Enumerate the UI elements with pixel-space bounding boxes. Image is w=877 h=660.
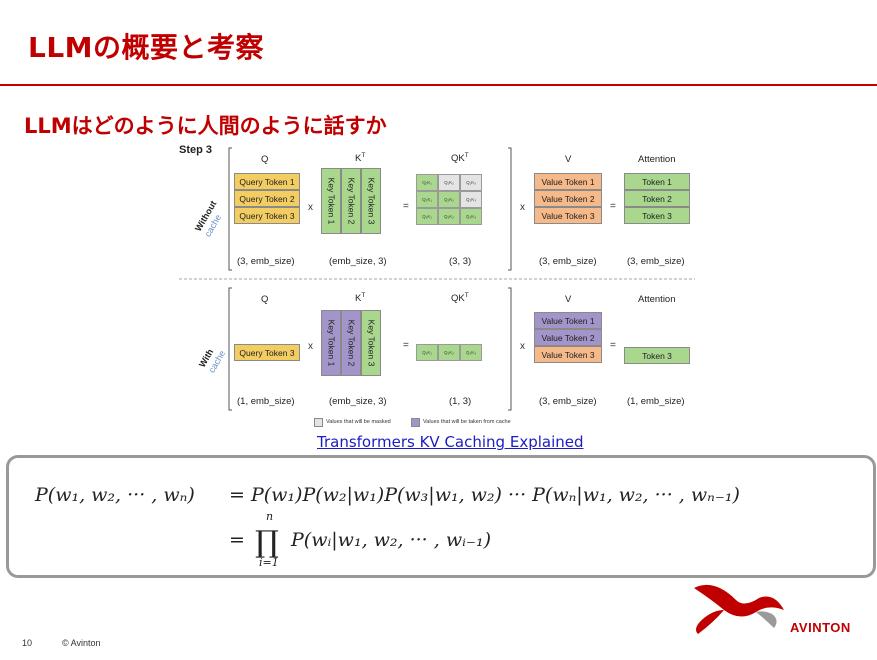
- product-symbol: ∏: [255, 525, 279, 560]
- legend-swatch-masked: [314, 418, 323, 427]
- qk-cell: Q₃K₃: [460, 344, 482, 361]
- product-lower: i=1: [259, 556, 279, 569]
- shape-label: (1, emb_size): [237, 396, 295, 407]
- shape-label: (emb_size, 3): [329, 396, 387, 407]
- key-token: Key Token 3: [361, 168, 381, 234]
- qk-cell: Q₃K₁: [416, 344, 438, 361]
- key-token: Key Token 1: [321, 168, 341, 234]
- header-qkt: QKT: [451, 152, 469, 165]
- qk-cell-masked: Q₁K₂: [438, 174, 460, 191]
- equals-sign: =: [403, 201, 409, 212]
- qk-cell: Q₂K₂: [438, 191, 460, 208]
- qk-cell: Q₃K₃: [460, 208, 482, 225]
- formula-rhs: = P(w₁)P(w₂|w₁)P(w₃|w₁, w₂) ··· P(wₙ|w₁,…: [229, 484, 740, 506]
- slide-subtitle: LLMはどのように人間のように話すか: [24, 114, 387, 138]
- shape-label: (emb_size, 3): [329, 256, 387, 267]
- legend-swatch-cached: [411, 418, 420, 427]
- step-label: Step 3: [179, 144, 213, 156]
- shape-label: (3, emb_size): [539, 396, 597, 407]
- header-attention: Attention: [638, 154, 676, 165]
- value-token: Value Token 2: [534, 190, 602, 207]
- qk-cell: Q₁K₁: [416, 174, 438, 191]
- value-token: Value Token 3: [534, 207, 602, 224]
- shape-label: (3, 3): [449, 256, 472, 267]
- header-kt: KT: [355, 152, 366, 165]
- header-qkt: QKT: [451, 292, 469, 305]
- title-divider: [0, 84, 877, 86]
- qk-cell: Q₃K₁: [416, 208, 438, 225]
- diagram-frame: [179, 147, 695, 411]
- legend-cached: Values that will be taken from cache: [423, 419, 511, 425]
- formula-lhs: P(w₁, w₂, ··· , wₙ): [34, 484, 195, 506]
- equals-sign: =: [610, 201, 616, 212]
- shape-label: (3, emb_size): [539, 256, 597, 267]
- attention-token: Token 2: [624, 190, 690, 207]
- formula-box: P(w₁, w₂, ··· , wₙ) = P(w₁)P(w₂|w₁)P(w₃|…: [6, 455, 876, 578]
- qk-cell-masked: Q₁K₃: [460, 174, 482, 191]
- multiply-sign: x: [308, 341, 313, 352]
- product-upper: n: [266, 510, 273, 523]
- slide-title: LLMの概要と考察: [28, 31, 265, 64]
- multiply-sign: x: [520, 202, 525, 213]
- qk-cell: Q₂K₁: [416, 191, 438, 208]
- avinton-logo-icon: [694, 584, 784, 634]
- brand-name: AVINTON: [790, 620, 851, 635]
- key-token-cached: Key Token 1: [321, 310, 341, 376]
- multiply-sign: x: [308, 202, 313, 213]
- header-v: V: [565, 154, 572, 165]
- key-token: Key Token 3: [361, 310, 381, 376]
- query-token: Query Token 1: [234, 173, 300, 190]
- shape-label: (1, 3): [449, 396, 472, 407]
- shape-label: (3, emb_size): [627, 256, 685, 267]
- attention-token: Token 1: [624, 173, 690, 190]
- equals-sign: =: [610, 340, 616, 351]
- header-q: Q: [261, 294, 269, 305]
- header-attention: Attention: [638, 294, 676, 305]
- query-token: Query Token 3: [234, 207, 300, 224]
- legend-masked: Values that will be masked: [326, 419, 391, 425]
- value-token: Value Token 1: [534, 173, 602, 190]
- header-kt: KT: [355, 292, 366, 305]
- multiply-sign: x: [520, 341, 525, 352]
- qk-cell: Q₃K₂: [438, 344, 460, 361]
- formula-product-body: P(wᵢ|w₁, w₂, ··· , wᵢ₋₁): [290, 529, 491, 551]
- kv-caching-link[interactable]: Transformers KV Caching Explained: [317, 433, 584, 451]
- attention-token: Token 3: [624, 347, 690, 364]
- query-token: Query Token 2: [234, 190, 300, 207]
- key-token: Key Token 2: [341, 168, 361, 234]
- header-q: Q: [261, 154, 269, 165]
- copyright: © Avinton: [62, 638, 101, 648]
- shape-label: (1, emb_size): [627, 396, 685, 407]
- value-token: Value Token 3: [534, 346, 602, 363]
- attention-token: Token 3: [624, 207, 690, 224]
- value-token-cached: Value Token 2: [534, 329, 602, 346]
- probability-formula: P(w₁, w₂, ··· , wₙ) = P(w₁)P(w₂|w₁)P(w₃|…: [34, 484, 740, 569]
- equals-sign: =: [403, 340, 409, 351]
- qk-cell: Q₃K₂: [438, 208, 460, 225]
- qk-cell-masked: Q₂K₃: [460, 191, 482, 208]
- page-number: 10: [22, 638, 33, 648]
- query-token: Query Token 3: [234, 344, 300, 361]
- shape-label: (3, emb_size): [237, 256, 295, 267]
- formula-equals: =: [229, 529, 245, 551]
- header-v: V: [565, 294, 572, 305]
- key-token-cached: Key Token 2: [341, 310, 361, 376]
- value-token-cached: Value Token 1: [534, 312, 602, 329]
